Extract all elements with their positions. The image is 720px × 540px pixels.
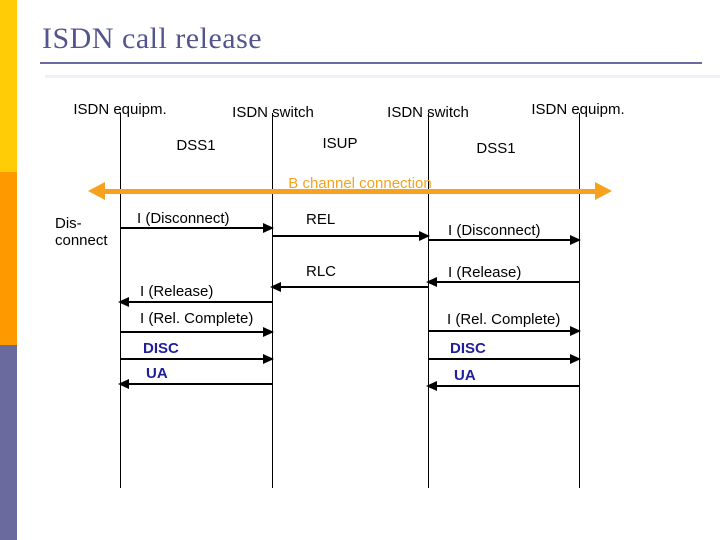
message-label: REL (306, 211, 336, 228)
message-arrow (120, 223, 274, 233)
title-underline (40, 62, 702, 64)
accent-bar-slate (0, 345, 17, 540)
protocol-label: DSS1 (476, 140, 516, 157)
actor-label: ISDN switch (387, 104, 469, 121)
message-label: UA (146, 365, 168, 382)
b-channel-label: B channel connection (288, 175, 432, 192)
message-arrow (272, 231, 430, 241)
message-label: DISC (143, 340, 179, 357)
message-label: I (Disconnect) (448, 222, 541, 239)
message-label: RLC (306, 263, 337, 280)
lifeline-isdn-switch-left (272, 113, 273, 488)
protocol-label: DSS1 (176, 137, 216, 154)
message-label: UA (454, 367, 476, 384)
slide-title: ISDN call release (42, 22, 263, 55)
message-label: I (Rel. Complete) (447, 311, 561, 328)
lifeline-isdn-switch-right (428, 113, 429, 488)
protocol-label: ISUP (322, 135, 358, 152)
lifeline-isdn-equipm-right (579, 113, 580, 488)
message-arrow (270, 282, 428, 292)
accent-bar-yellow (0, 0, 17, 172)
message-arrow (428, 354, 581, 364)
message-arrow (118, 297, 272, 307)
disconnect-side-note: Dis- connect (55, 215, 108, 249)
actor-label: ISDN equipm. (73, 101, 167, 118)
title-underline-shadow (45, 75, 720, 78)
message-arrow (120, 354, 274, 364)
message-label: I (Disconnect) (137, 210, 230, 227)
actor-label: ISDN equipm. (531, 101, 625, 118)
message-label: DISC (450, 340, 486, 357)
message-label: I (Release) (140, 283, 214, 300)
message-arrow (118, 379, 272, 389)
actor-label: ISDN switch (232, 104, 314, 121)
message-arrow (120, 327, 274, 337)
message-arrow (428, 235, 581, 245)
message-arrow (426, 381, 579, 391)
message-arrow (426, 277, 579, 287)
message-arrow (428, 326, 581, 336)
message-label: I (Rel. Complete) (140, 310, 254, 327)
message-label: I (Release) (448, 264, 522, 281)
accent-bar-orange (0, 172, 17, 345)
b-channel-double-arrow (88, 182, 612, 200)
